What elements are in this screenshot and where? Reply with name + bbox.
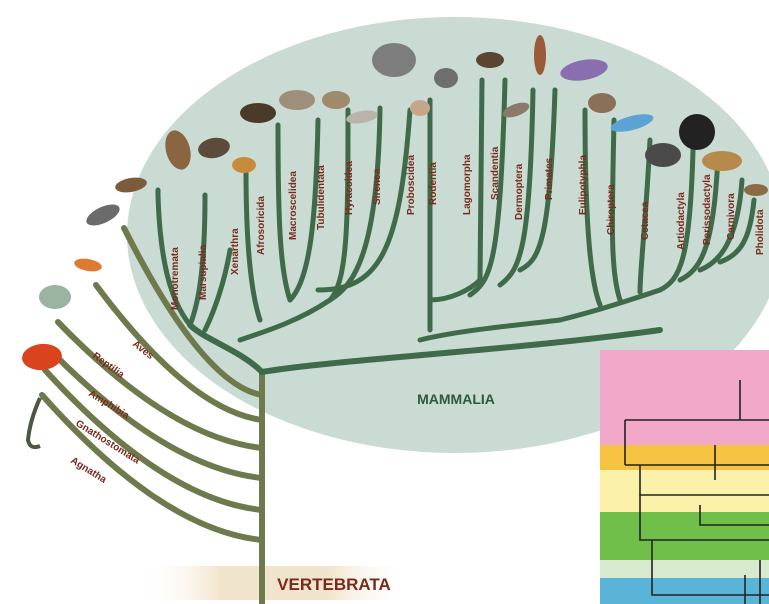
order-label: Sirenea xyxy=(372,168,383,205)
order-label: Pholidota xyxy=(755,209,766,255)
order-label: Scandentia xyxy=(490,146,501,200)
frog-icon xyxy=(39,285,71,309)
tenrec-icon xyxy=(232,157,256,173)
inset-band xyxy=(600,560,769,578)
order-label: Macroscelidea xyxy=(288,171,299,240)
order-label: Marsupialia xyxy=(198,245,209,300)
elephant-icon xyxy=(372,43,416,77)
inset-band xyxy=(600,470,769,512)
boar-icon xyxy=(645,143,681,167)
horse-icon xyxy=(679,114,715,150)
order-label: Lagomorpha xyxy=(462,154,473,215)
mammalia-title: MAMMALIA xyxy=(417,391,495,407)
leopard-icon xyxy=(702,151,742,171)
order-label: Tubulidentata xyxy=(316,165,327,230)
inset-band xyxy=(600,512,769,560)
pangolin-icon xyxy=(744,184,768,196)
order-label: Chiroptera xyxy=(606,184,617,235)
order-label: Dermoptera xyxy=(514,163,525,220)
vertebrata-title: VERTEBRATA xyxy=(277,575,391,594)
order-label: Carnivora xyxy=(726,193,737,240)
bird-icon xyxy=(83,200,122,230)
inset-band xyxy=(600,578,769,604)
rodent-icon xyxy=(410,100,430,116)
hyrax-icon xyxy=(322,91,350,109)
order-label: Afrosoricida xyxy=(256,196,267,255)
order-label: Primates xyxy=(544,157,555,200)
lamprey-icon xyxy=(28,398,40,447)
aardvark-icon xyxy=(279,90,315,110)
elephant-shrew-icon xyxy=(240,103,276,123)
human-icon xyxy=(534,35,546,75)
order-label: Perissodactyla xyxy=(702,174,713,245)
order-label: Cetacea xyxy=(640,201,651,240)
rabbit-icon xyxy=(434,68,458,88)
order-label: Xenarthra xyxy=(230,228,241,275)
order-label: Artiodactyla xyxy=(676,192,687,250)
order-label: Hyracoidea xyxy=(344,161,355,215)
inset-tree xyxy=(600,350,769,604)
order-label: Proboscidea xyxy=(406,155,417,215)
treeshrew-icon xyxy=(476,52,504,68)
snake-icon xyxy=(73,257,103,274)
outgroup-label: Aves xyxy=(130,339,156,362)
fish-icon xyxy=(21,342,63,371)
bat-icon xyxy=(588,93,616,113)
order-label: Monotremata xyxy=(170,247,181,310)
order-label: Eulipotyphla xyxy=(578,155,589,215)
outgroup-label: Reptilia xyxy=(90,351,126,381)
order-label: Rodentia xyxy=(428,162,439,205)
